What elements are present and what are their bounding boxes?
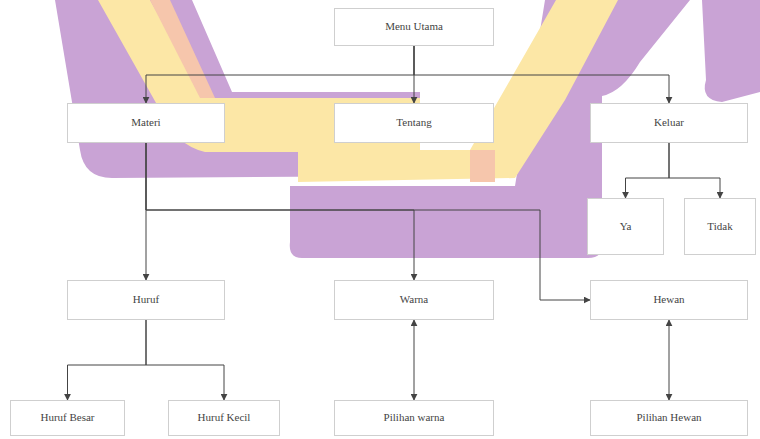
peach-band xyxy=(150,0,215,98)
connector xyxy=(146,320,224,400)
box-label: Ya xyxy=(620,220,632,233)
menu-box: Keluar xyxy=(590,103,748,143)
connector xyxy=(626,143,670,198)
box-label: Huruf xyxy=(133,293,159,306)
menu-box: Huruf xyxy=(67,280,225,320)
menu-box: Huruf Besar xyxy=(10,400,125,436)
box-label: Pilihan warna xyxy=(384,411,445,424)
box-label: Warna xyxy=(400,293,428,306)
menu-box: Materi xyxy=(67,103,225,143)
connector xyxy=(669,143,720,198)
connector xyxy=(414,320,415,400)
menu-box: Tidak xyxy=(684,198,756,255)
menu-box: Hewan xyxy=(590,280,748,320)
box-label: Tidak xyxy=(707,220,732,233)
menu-box: Menu Utama xyxy=(334,8,494,46)
box-label: Hewan xyxy=(653,293,684,306)
connector xyxy=(146,143,590,300)
box-label: Huruf Kecil xyxy=(198,411,251,424)
box-label: Keluar xyxy=(654,116,684,129)
menu-box: Ya xyxy=(587,198,664,255)
box-label: Huruf Besar xyxy=(40,411,94,424)
menu-box: Pilihan Hewan xyxy=(590,400,748,436)
purple-band xyxy=(702,0,760,102)
connector xyxy=(414,46,669,103)
connector xyxy=(146,143,414,280)
yellow-band xyxy=(298,0,618,182)
menu-box: Huruf Kecil xyxy=(168,400,280,436)
menu-box: Pilihan warna xyxy=(334,400,494,436)
peach-band xyxy=(470,150,495,182)
box-label: Tentang xyxy=(396,116,431,129)
menu-box: Warna xyxy=(334,280,494,320)
box-label: Menu Utama xyxy=(385,20,443,33)
box-label: Materi xyxy=(131,116,160,129)
menu-box: Tentang xyxy=(334,103,494,143)
box-label: Pilihan Hewan xyxy=(636,411,701,424)
connector xyxy=(68,320,147,400)
connector xyxy=(669,320,670,400)
connector xyxy=(146,46,414,103)
